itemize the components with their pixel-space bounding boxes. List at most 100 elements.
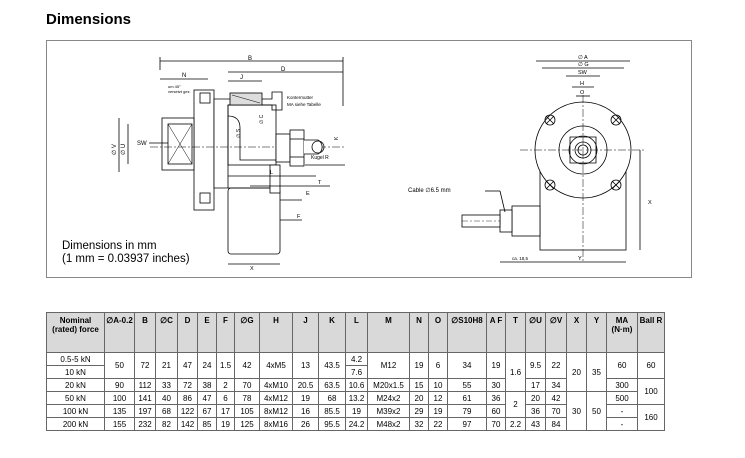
cell-n: 19 xyxy=(409,352,429,379)
cell-m: M39x2 xyxy=(367,404,410,418)
cell-f: 1.5 xyxy=(216,352,235,379)
label-sw-right: SW xyxy=(578,70,588,76)
cell-b: 232 xyxy=(134,417,156,431)
table-row: 50 kN 100 141 40 86 47 6 78 4xM12 19 68 … xyxy=(46,391,665,431)
cell-af: 19 xyxy=(486,352,506,379)
cell-x: 20 xyxy=(566,352,587,392)
cell-d: 72 xyxy=(177,378,198,392)
th-x: X xyxy=(566,312,587,353)
dims-note-line1: Dimensions in mm xyxy=(62,240,157,252)
cell-t: 2.2 xyxy=(505,417,526,431)
th-b: B xyxy=(134,312,156,353)
dims-note-line2: (1 mm = 0.03937 inches) xyxy=(62,253,190,265)
cell-ma: - xyxy=(606,404,638,418)
cell-u: 9.5 xyxy=(525,352,546,379)
cell-e: 24 xyxy=(197,352,217,379)
cell-j: 13 xyxy=(292,352,319,379)
th-d: D xyxy=(177,312,198,353)
th-force: Nominal (rated) force xyxy=(46,312,105,353)
label-x-left: X xyxy=(250,266,254,272)
cell-e: 85 xyxy=(197,417,217,431)
cell-a: 90 xyxy=(104,378,135,392)
th-e: E xyxy=(197,312,217,353)
cell-m: M20x1.5 xyxy=(367,378,410,392)
dimensions-note: Dimensions in mm (1 mm = 0.03937 inches) xyxy=(62,240,190,266)
label-versetzt: versetzt gez. xyxy=(168,89,191,94)
cell-af: 60 xyxy=(486,404,506,418)
cell-v: 84 xyxy=(545,417,567,431)
cell-u: 20 xyxy=(525,391,546,405)
cell-af: 36 xyxy=(486,391,506,405)
th-k: K xyxy=(318,312,346,353)
cell-force: 10 kN xyxy=(46,365,105,379)
cell-v: 34 xyxy=(545,378,567,392)
label-h: H xyxy=(580,81,584,87)
cell-o: 19 xyxy=(428,404,448,418)
th-u: ∅U xyxy=(525,312,546,353)
label-s: ∅ S xyxy=(236,128,242,138)
cell-b: 141 xyxy=(134,391,156,405)
th-o: O xyxy=(428,312,448,353)
cell-u: 43 xyxy=(525,417,546,431)
cell-f: 19 xyxy=(216,417,235,431)
drawing-frame xyxy=(46,40,692,278)
cell-n: 29 xyxy=(409,404,429,418)
cell-b: 197 xyxy=(134,404,156,418)
cell-m: M48x2 xyxy=(367,417,410,431)
cell-a: 155 xyxy=(104,417,135,431)
label-c: ∅ C xyxy=(259,114,265,124)
cell-j: 20.5 xyxy=(292,378,319,392)
cell-f: 6 xyxy=(216,391,235,405)
label-n: N xyxy=(182,73,186,79)
label-u: ∅ U xyxy=(120,144,127,155)
cell-k: 85.5 xyxy=(318,404,346,418)
technical-drawing: B D N J SW ∅ V ∅ U xyxy=(111,54,652,272)
cell-d: 86 xyxy=(177,391,198,405)
cell-force: 20 kN xyxy=(46,378,105,392)
label-f: F xyxy=(297,214,301,220)
cell-n: 32 xyxy=(409,417,429,431)
cell-c: 82 xyxy=(155,417,178,431)
page-title: Dimensions xyxy=(46,11,132,28)
cell-o: 6 xyxy=(428,352,448,379)
cell-g: 70 xyxy=(234,378,260,392)
cell-l: 13.2 xyxy=(345,391,368,405)
cell-force: 0.5-5 kN xyxy=(46,352,105,366)
table-row: 200 kN 155 232 82 142 85 19 125 8xM16 26… xyxy=(46,417,665,431)
cell-t: 1.6 xyxy=(505,352,526,392)
cell-l: 24.2 xyxy=(345,417,368,431)
th-m: M xyxy=(367,312,410,353)
cell-r: 160 xyxy=(637,404,665,431)
cell-f: 17 xyxy=(216,404,235,418)
cell-af: 70 xyxy=(486,417,506,431)
cable-label: Cable ∅6.5 mm xyxy=(408,187,451,194)
cell-n: 15 xyxy=(409,378,429,392)
cell-g: 42 xyxy=(234,352,260,379)
cell-j: 16 xyxy=(292,404,319,418)
cell-g: 78 xyxy=(234,391,260,405)
th-y: Y xyxy=(586,312,607,353)
cell-s: 61 xyxy=(447,391,487,405)
cell-e: 38 xyxy=(197,378,217,392)
cell-force: 50 kN xyxy=(46,391,105,405)
label-y: Y xyxy=(578,256,582,262)
label-kontermutter: Kontermutter xyxy=(287,95,314,100)
cell-m: M24x2 xyxy=(367,391,410,405)
label-d: D xyxy=(281,67,286,73)
cell-y: 50 xyxy=(586,391,607,431)
table-row: 20 kN 90 112 33 72 38 2 70 4xM10 20.5 63… xyxy=(46,378,665,405)
cell-r: 60 xyxy=(637,352,665,379)
cell-r: 100 xyxy=(637,378,665,405)
cell-ma: 60 xyxy=(606,352,638,379)
cell-h: 8xM16 xyxy=(259,417,293,431)
th-t: T xyxy=(505,312,526,353)
cell-l: 10.6 xyxy=(345,378,368,392)
th-v: ∅V xyxy=(545,312,567,353)
cell-af: 30 xyxy=(486,378,506,392)
cell-h: 4xM10 xyxy=(259,378,293,392)
cell-n: 20 xyxy=(409,391,429,405)
cell-u: 17 xyxy=(525,378,546,392)
cell-g: 125 xyxy=(234,417,260,431)
cell-ma: 500 xyxy=(606,391,638,405)
label-45: um 45° xyxy=(168,84,181,89)
